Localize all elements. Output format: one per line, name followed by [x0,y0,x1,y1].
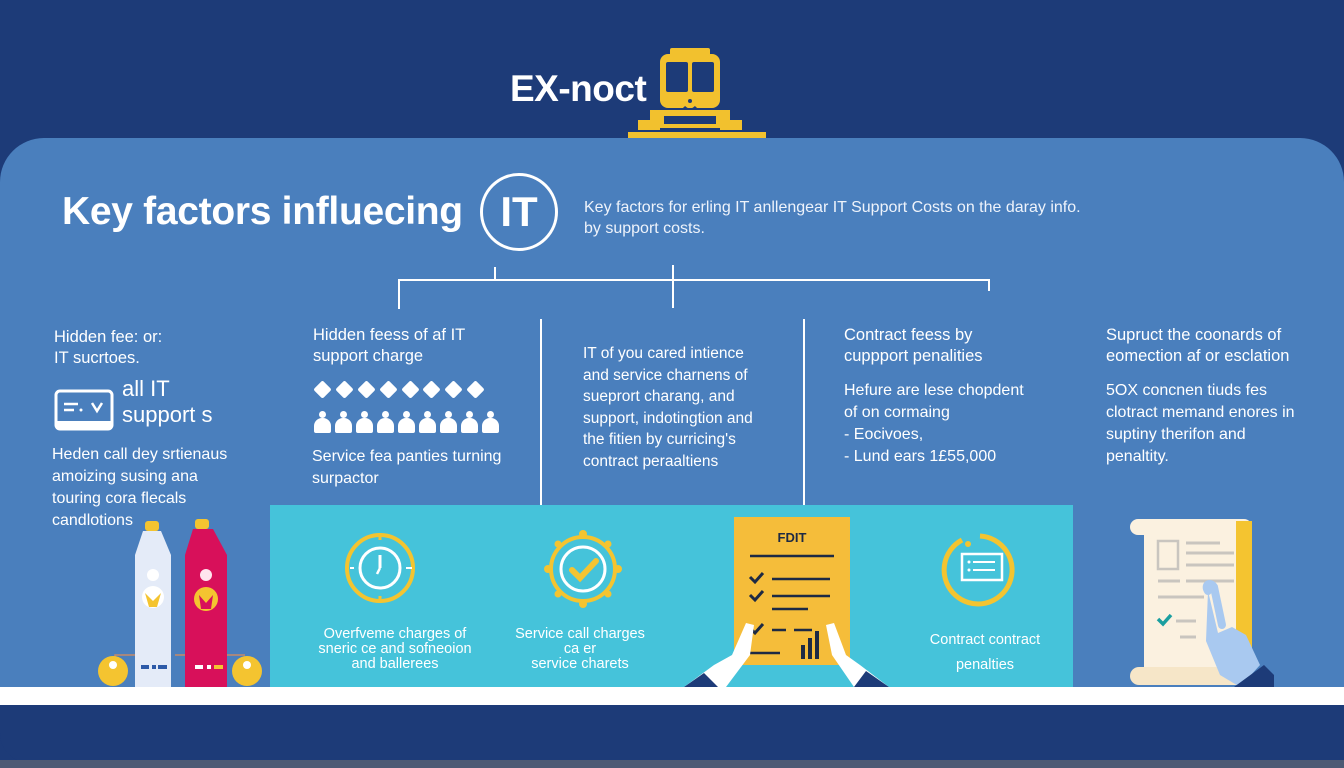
body-line: Hefure are lese chopdent [844,382,1024,399]
body-line: penaltity. [1106,448,1169,465]
connector-horizontal [398,279,990,281]
band-caption-contract: Contract contract penalties [900,628,1070,678]
body-line: Service fea panties turning [312,448,502,465]
body-line: surpactor [312,470,379,487]
column-5-body: 5OX concnen tiuds fes clotract memand en… [1106,380,1336,468]
person-icon [418,409,437,435]
title-line: cuppport penalities [844,347,983,365]
subheading-line: Key factors for erling IT anllengear IT … [584,199,1081,216]
body-line: 5OX concnen tiuds fes [1106,382,1267,399]
band-caption-service-call: Service call charges ca er service chare… [480,627,680,672]
connector-stub [672,265,674,308]
body-line: touring cora flecals [52,490,187,507]
column-2-title: Hidden feess of af IT support charge [313,325,533,367]
column-divider [803,319,805,505]
subheading: Key factors for erling IT anllengear IT … [584,197,1204,239]
caption-line: service charets [531,656,629,672]
body-line: IT of you cared intience [583,345,744,362]
column-1-title: Hidden fee: or: IT sucrtoes. [54,327,274,369]
body-line: and service charnens of [583,366,748,384]
body-line: of on cormaing [844,404,950,421]
diamond-icon [378,380,398,399]
body-line: - Lund ears 1£55,000 [844,448,997,465]
body-line: the fitien by curricing's [583,431,736,448]
person-icon [397,409,416,435]
caption-line: and ballerees [351,656,439,672]
caption-line: sneric ce and sofneoion [318,641,472,657]
body-line: amoizing susing ana [52,468,198,485]
train-icon [628,48,766,140]
check-badge-icon [544,530,622,608]
body-line: - Eocivoes, [844,426,924,443]
subheading-line: by support costs. [584,220,705,237]
title-line: support charge [313,347,424,365]
monitor-icon [54,389,114,431]
column-5-title: Supruct the coonards of eomection af or … [1106,325,1336,367]
person-icon [460,409,479,435]
title-line: eomection af or esclation [1106,347,1290,365]
highlight-line: support s [122,402,213,427]
diamond-icon [466,380,485,399]
footer-edge [0,760,1344,768]
person-icon [334,409,353,435]
page-headline: Key factors influecing [62,190,463,233]
title-line: Hidden fee: or: [54,328,163,346]
person-icon [355,409,374,435]
column-4-title: Contract feess by cuppport penalities [844,325,1074,367]
cost-factors-band [270,505,1073,687]
it-badge-text: IT [500,188,538,235]
clock-icon [345,533,415,603]
caption-line: Contract contract [929,632,1041,648]
title-line: IT sucrtoes. [54,349,140,367]
bottles-illustration [98,519,262,687]
contract-card-icon [941,533,1015,607]
brand-title: EX-noct [510,68,647,109]
column-3-body: IT of you cared intience and service cha… [583,343,803,472]
column-2-body: Service fea panties turning surpactor [312,446,542,490]
caption-line: penalties [955,657,1015,673]
caption-line: Overfveme charges of [323,626,467,642]
caption-line: Service call charges [515,626,645,642]
diamond-icon [357,380,376,399]
connector-stub [398,279,400,309]
column-divider [540,319,542,505]
people-icon-row [313,409,503,435]
column-1-highlight: all IT support s [122,376,213,428]
title-line: Supruct the coonards of [1106,326,1282,344]
person-icon [313,409,332,435]
body-line: candlotions [52,512,133,529]
person-icon [481,409,500,435]
diamond-icon [400,380,420,399]
divider-strip [0,687,1344,705]
connector-stub [988,279,990,291]
highlight-line: all IT [122,376,170,401]
scroll-document-icon [1130,519,1274,687]
it-badge: IT [480,173,558,251]
person-icon [439,409,458,435]
document-title: FDIT [778,530,807,545]
body-line: contract peraaltiens [583,452,719,470]
body-line: suptiny therifon and [1106,426,1246,443]
diamond-icon-row [313,380,485,399]
diamond-icon [313,380,332,399]
person-icon [376,409,395,435]
connector-stub [494,267,496,280]
title-line: Hidden feess of af IT [313,326,466,344]
checklist-document-icon: FDIT [684,517,889,687]
column-4-body: Hefure are lese chopdent of on cormaing … [844,380,1074,468]
footer-bar [0,705,1344,763]
caption-line: ca er [563,641,597,657]
body-line: Heden call dey srtienaus [52,446,228,463]
body-line: support, indotingtion and [583,409,753,427]
column-1-body: Heden call dey srtienaus amoizing susing… [52,444,272,532]
body-line: sueprort charang, and [583,388,735,405]
band-caption-overtime: Overfveme charges of sneric ce and sofne… [290,627,500,672]
diamond-icon [335,380,354,399]
title-line: Contract feess by [844,326,973,344]
diamond-icon [444,380,463,399]
body-line: clotract memand enores in [1106,404,1295,421]
diamond-icon [422,380,441,399]
